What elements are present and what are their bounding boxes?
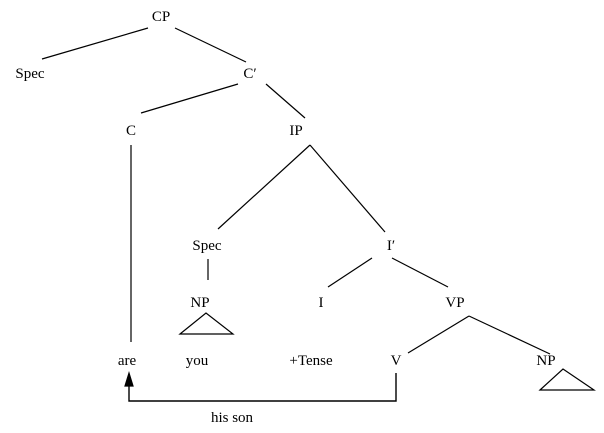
edge-ibar-i (327, 257, 373, 288)
node-c: C (126, 123, 136, 139)
edge-cbar-ip (265, 83, 306, 119)
arrowhead-icon (124, 370, 134, 387)
node-spec-ip: Spec (192, 238, 222, 254)
node-np-object: NP (536, 353, 555, 369)
edge-ip-ibar (309, 144, 386, 233)
node-vp: VP (445, 295, 464, 311)
node-i-bar: I′ (387, 238, 395, 254)
leaf-you: you (186, 353, 209, 369)
node-spec-cp: Spec (15, 66, 45, 82)
node-ip: IP (289, 123, 302, 139)
edge-ibar-vp (391, 257, 449, 288)
movement-arrow-line (128, 373, 397, 402)
np-object-triangle (538, 368, 596, 391)
leaf-are: are (118, 353, 137, 369)
node-np-subject: NP (190, 295, 209, 311)
edge-vp-v (407, 315, 470, 354)
node-c-bar: C′ (243, 66, 256, 82)
leaf-tense: +Tense (289, 353, 333, 369)
node-i: I (319, 295, 324, 311)
node-v: V (391, 353, 402, 369)
edge-cp-spec (41, 27, 149, 60)
edge-cbar-c (140, 83, 239, 114)
edge-vp-np (468, 315, 551, 355)
leaf-his-son: his son (211, 410, 254, 426)
np-subject-triangle (178, 312, 235, 335)
edge-cp-cbar (174, 27, 247, 63)
node-cp: CP (152, 9, 170, 25)
edge-ip-spec (217, 144, 311, 230)
